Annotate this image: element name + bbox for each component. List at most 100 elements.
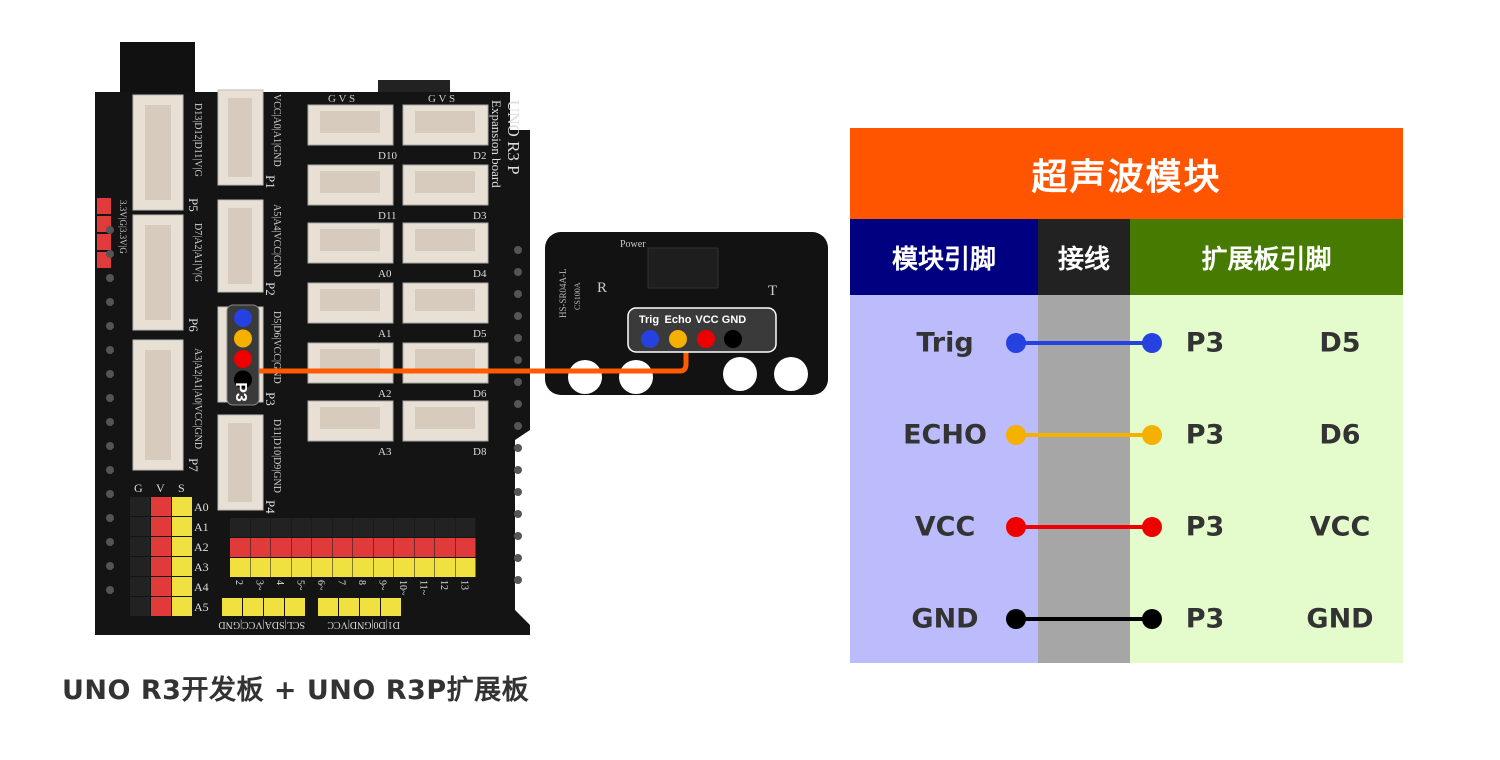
header-pin bbox=[250, 538, 271, 557]
header-pin bbox=[332, 558, 353, 577]
board-pin: VCC bbox=[1309, 511, 1371, 543]
grove-label: D4 bbox=[473, 268, 487, 280]
wire-end-dot bbox=[1142, 517, 1162, 537]
transducer-hole bbox=[619, 360, 653, 394]
power-pin-label: 3.3V|G|3.3V|G bbox=[118, 200, 128, 254]
header-pin bbox=[172, 537, 192, 556]
header-pin bbox=[435, 538, 455, 557]
wire-end-dot bbox=[1142, 425, 1162, 445]
analog-pin-label: A3 bbox=[194, 560, 209, 574]
header-hole bbox=[514, 400, 522, 408]
usb-port bbox=[378, 80, 450, 92]
i2c-pin bbox=[222, 598, 242, 616]
header-pin bbox=[172, 557, 192, 576]
header-hole bbox=[106, 490, 114, 498]
digital-pin-label: 9~ bbox=[377, 580, 388, 591]
board-title: UNO R3 P bbox=[504, 100, 523, 175]
wire-end-dot bbox=[1142, 333, 1162, 353]
digital-pin-label: 12 bbox=[438, 580, 449, 590]
digital-pin-label: 3~ bbox=[254, 580, 265, 591]
header-pin bbox=[230, 538, 250, 557]
sensor-power-label: Power bbox=[620, 239, 646, 250]
header-hole bbox=[514, 554, 522, 562]
header-pin bbox=[130, 537, 150, 556]
header-hole bbox=[106, 442, 114, 450]
board-caption: UNO R3开发板 + UNO R3P扩展板 bbox=[62, 675, 530, 706]
sensor-r-label: R bbox=[597, 280, 607, 296]
p3-pin-dot bbox=[234, 370, 252, 389]
power-pin bbox=[97, 198, 111, 214]
uart-pin bbox=[339, 598, 359, 616]
analog-pin-label: A0 bbox=[194, 500, 209, 514]
header-pin bbox=[312, 538, 332, 557]
connector-slot bbox=[415, 229, 475, 251]
digital-pin-label: 8 bbox=[356, 580, 367, 585]
header-hole bbox=[514, 510, 522, 518]
header-board-pin: 扩展板引脚 bbox=[1130, 219, 1403, 295]
uart-pin bbox=[360, 598, 380, 616]
p3-pin-dot bbox=[234, 350, 252, 368]
wire-start-dot bbox=[1006, 609, 1026, 629]
header-pin bbox=[271, 558, 291, 577]
header-pin bbox=[435, 558, 455, 577]
port-pin-label: D11|D10|D9|GND bbox=[271, 419, 282, 493]
digital-pin-label: 2 bbox=[233, 580, 244, 585]
board-subtitle: Expansion board bbox=[489, 100, 504, 188]
sensor-chip-label: CS100A bbox=[573, 282, 582, 310]
digital-pin-label: 6~ bbox=[315, 580, 326, 591]
grove-label: D11 bbox=[378, 210, 397, 222]
connector-slot bbox=[145, 350, 171, 460]
digital-pin-label: 4 bbox=[274, 580, 285, 585]
header-pin bbox=[271, 538, 291, 557]
header-hole bbox=[514, 378, 522, 386]
header-hole bbox=[106, 394, 114, 402]
header-pin bbox=[151, 597, 171, 616]
i2c-pin bbox=[264, 598, 284, 616]
board-port: P3 bbox=[1185, 419, 1225, 451]
header-hole bbox=[106, 322, 114, 330]
wiring-column bbox=[1038, 295, 1130, 663]
header-hole bbox=[514, 444, 522, 452]
p3-badge-label: P3 bbox=[232, 382, 249, 402]
power-pin bbox=[97, 234, 111, 250]
board-pin-column bbox=[1130, 295, 1403, 663]
header-hole bbox=[514, 422, 522, 430]
digital-pin-label: 5~ bbox=[295, 580, 306, 591]
header-pin bbox=[130, 577, 150, 596]
uart-label: D1|D0|GND|VCC bbox=[327, 619, 400, 630]
port-pin-label: A5|A4|VCC|GND bbox=[271, 204, 282, 277]
header-hole bbox=[514, 532, 522, 540]
connector-slot bbox=[228, 208, 252, 284]
header-pin bbox=[455, 558, 476, 577]
module-pin: ECHO bbox=[903, 419, 987, 451]
connector-slot bbox=[415, 171, 475, 193]
port-label: P4 bbox=[263, 500, 278, 514]
header-module-pin: 模块引脚 bbox=[850, 219, 1038, 295]
gvs-label: G V S bbox=[428, 93, 455, 105]
header-pin bbox=[172, 597, 192, 616]
header-pin bbox=[414, 558, 435, 577]
uart-pin bbox=[318, 598, 338, 616]
sensor-pin-label: Echo bbox=[665, 314, 692, 326]
header-hole bbox=[106, 538, 114, 546]
connector-slot bbox=[320, 111, 380, 133]
header-pin bbox=[230, 518, 250, 537]
analog-pin-label: A5 bbox=[194, 600, 209, 614]
sensor-pin-dot bbox=[669, 330, 687, 348]
analog-pin-label: A4 bbox=[194, 580, 209, 594]
header-pin bbox=[353, 558, 373, 577]
header-pin bbox=[271, 518, 291, 537]
i2c-pin bbox=[243, 598, 263, 616]
transducer-hole bbox=[774, 357, 808, 391]
header-pin bbox=[312, 518, 332, 537]
board-pin: D5 bbox=[1319, 327, 1361, 359]
sensor-model-label: HS-SR04A-L bbox=[558, 268, 568, 318]
header-pin bbox=[373, 518, 394, 537]
connector-slot bbox=[320, 171, 380, 193]
connector-slot bbox=[320, 289, 380, 311]
port-pin-label: A3|A2|A1|A0|VCC|GND bbox=[192, 348, 203, 449]
sensor-pin-dot bbox=[697, 330, 715, 348]
sensor-pin-label: GND bbox=[722, 314, 747, 326]
header-pin bbox=[332, 538, 353, 557]
